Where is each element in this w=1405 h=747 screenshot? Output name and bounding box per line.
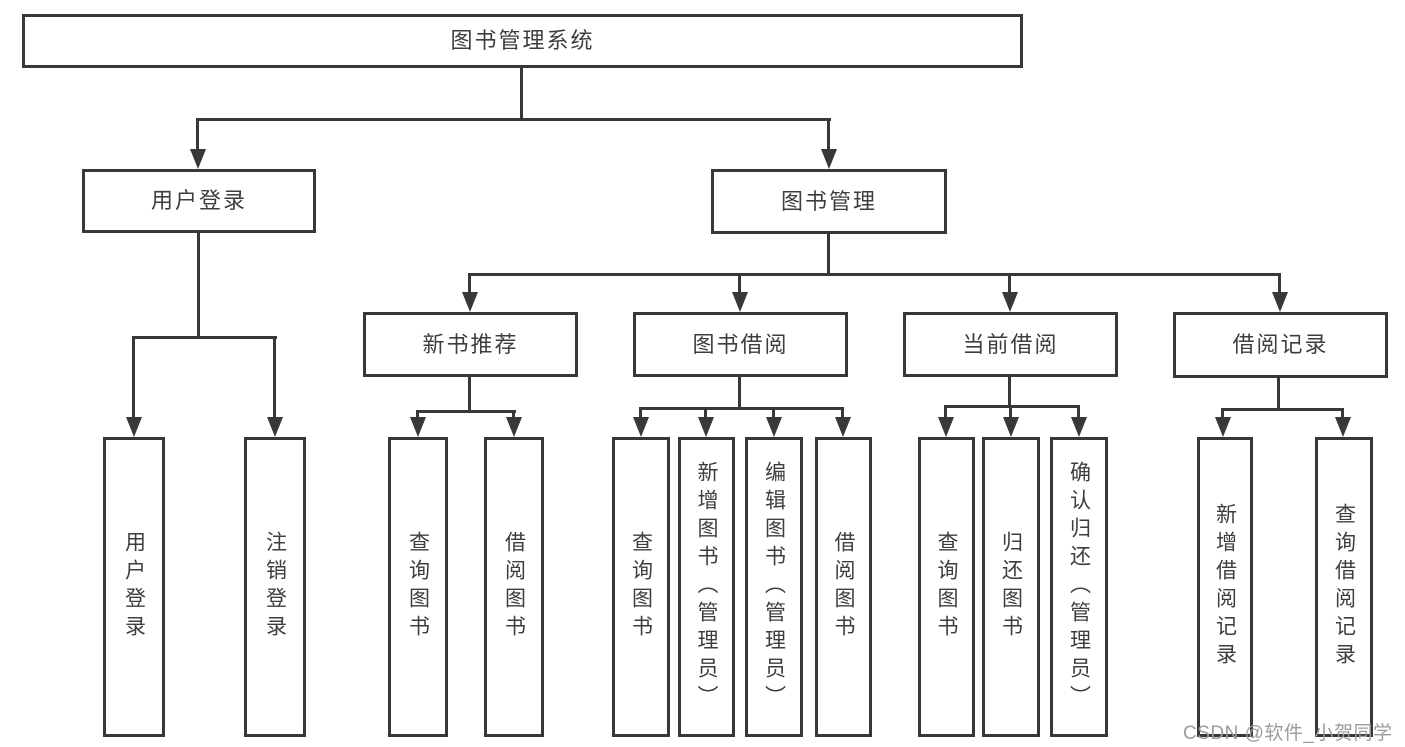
arrow-down-icon bbox=[938, 405, 954, 437]
connector-vline-book-management bbox=[827, 234, 830, 276]
leaf-br-query-record: 查询借阅记录 bbox=[1315, 437, 1373, 737]
connector-hline-current-borrowing bbox=[945, 405, 1080, 408]
arrow-down-icon bbox=[190, 118, 206, 169]
watermark: CSDN @软件_小贺同学 bbox=[1183, 723, 1393, 744]
leaf-cb-return-books: 归还图书 bbox=[982, 437, 1040, 737]
arrow-down-icon bbox=[1335, 408, 1351, 437]
arrow-down-icon bbox=[835, 407, 851, 437]
arrow-down-icon bbox=[410, 410, 426, 437]
leaf-cb-confirm-return-admin: 确认归还（管理员） bbox=[1050, 437, 1108, 737]
connector-hline-user-login bbox=[133, 336, 277, 339]
connector-vline-new-book-recommend bbox=[468, 375, 471, 413]
arrow-down-icon bbox=[1002, 273, 1018, 312]
arrow-down-icon bbox=[821, 118, 837, 169]
arrow-down-icon bbox=[267, 336, 283, 437]
arrow-down-icon bbox=[1071, 405, 1087, 437]
node-new-book-recommend: 新书推荐 bbox=[363, 312, 578, 377]
arrow-down-icon bbox=[1272, 273, 1288, 312]
leaf-bb-borrow-books: 借阅图书 bbox=[815, 437, 872, 737]
arrow-down-icon bbox=[462, 273, 478, 312]
leaf-bb-add-books-admin: 新增图书（管理员） bbox=[678, 437, 735, 737]
arrow-down-icon bbox=[698, 407, 714, 437]
arrow-down-icon bbox=[1003, 405, 1019, 437]
leaf-logout: 注销登录 bbox=[244, 437, 306, 737]
arrow-down-icon bbox=[1215, 408, 1231, 437]
connector-hline-level3 bbox=[469, 273, 1281, 276]
connector-vline-current-borrowing bbox=[1008, 375, 1011, 408]
node-book-borrowing: 图书借阅 bbox=[633, 312, 848, 377]
node-borrowing-records: 借阅记录 bbox=[1173, 312, 1388, 378]
leaf-bb-query-books: 查询图书 bbox=[612, 437, 670, 737]
leaf-user-login: 用户登录 bbox=[103, 437, 165, 737]
leaf-cb-query-books: 查询图书 bbox=[918, 437, 975, 737]
connector-hline-borrowing-records bbox=[1222, 408, 1344, 411]
leaf-nbr-query-books: 查询图书 bbox=[388, 437, 448, 737]
connector-hline-level2 bbox=[197, 118, 831, 121]
connector-vline-root bbox=[520, 68, 523, 120]
arrow-down-icon bbox=[506, 410, 522, 437]
connector-vline-user-login bbox=[197, 232, 200, 339]
leaf-br-add-record: 新增借阅记录 bbox=[1197, 437, 1253, 737]
leaf-nbr-borrow-books: 借阅图书 bbox=[484, 437, 544, 737]
arrow-down-icon bbox=[766, 407, 782, 437]
arrow-down-icon bbox=[633, 407, 649, 437]
node-current-borrowing: 当前借阅 bbox=[903, 312, 1118, 377]
leaf-bb-edit-books-admin: 编辑图书（管理员） bbox=[745, 437, 803, 737]
node-library-management-system: 图书管理系统 bbox=[22, 14, 1023, 68]
node-book-management: 图书管理 bbox=[711, 169, 947, 234]
node-user-login: 用户登录 bbox=[82, 169, 316, 233]
arrow-down-icon bbox=[126, 336, 142, 437]
arrow-down-icon bbox=[732, 273, 748, 312]
connector-vline-borrowing-records bbox=[1277, 378, 1280, 411]
connector-hline-new-book-recommend bbox=[417, 410, 516, 413]
connector-vline-book-borrowing bbox=[738, 375, 741, 410]
connector-hline-book-borrowing bbox=[640, 407, 844, 410]
